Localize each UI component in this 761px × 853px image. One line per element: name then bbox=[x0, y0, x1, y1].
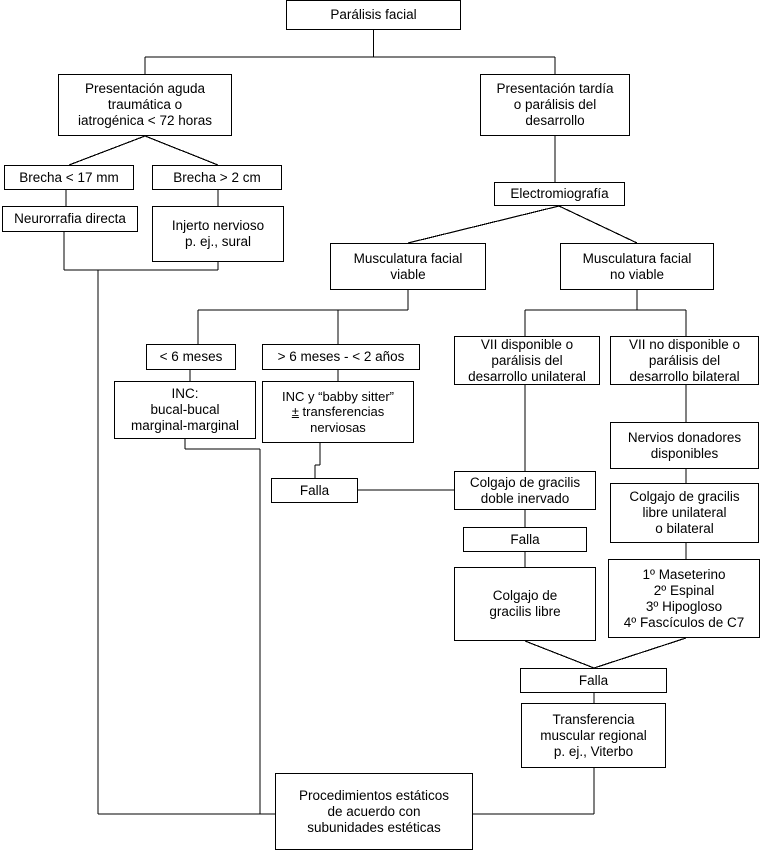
node-brecha-menor-17mm[interactable]: Brecha < 17 mm bbox=[4, 165, 134, 190]
node-inc-bucal-marginal[interactable]: INC: bucal-bucal marginal-marginal bbox=[114, 381, 256, 439]
node-neurorrafia-directa[interactable]: Neurorrafia directa bbox=[2, 206, 138, 232]
node-presentacion-tardia[interactable]: Presentación tardía o parálisis del desa… bbox=[480, 74, 630, 136]
node-mayor-6-meses-menor-2-anos[interactable]: > 6 meses - < 2 años bbox=[262, 344, 420, 370]
node-colgajo-gracilis-libre-uni-bilateral[interactable]: Colgajo de gracilis libre unilateral o b… bbox=[610, 483, 759, 543]
node-electromiografia[interactable]: Electromiografía bbox=[494, 182, 625, 206]
node-brecha-mayor-2cm[interactable]: Brecha > 2 cm bbox=[152, 165, 282, 190]
node-musculatura-facial-viable[interactable]: Musculatura facial viable bbox=[330, 243, 486, 290]
node-falla-inferior[interactable]: Falla bbox=[520, 668, 667, 693]
node-procedimientos-estaticos[interactable]: Procedimientos estáticos de acuerdo con … bbox=[275, 773, 473, 850]
node-nervios-donadores-ranking[interactable]: 1º Maseterino 2º Espinal 3º Hipogloso 4º… bbox=[608, 559, 760, 638]
node-falla-media[interactable]: Falla bbox=[463, 527, 587, 552]
node-vii-no-disponible[interactable]: VII no disponible o parálisis del desarr… bbox=[610, 336, 759, 385]
node-menor-6-meses[interactable]: < 6 meses bbox=[146, 344, 236, 370]
inc-babysitter-line-2: ± transferencias bbox=[292, 404, 384, 420]
node-inc-babby-sitter[interactable]: INC y “babby sitter” ± transferencias ne… bbox=[262, 381, 414, 443]
node-transferencia-muscular-regional[interactable]: Transferencia muscular regional p. ej., … bbox=[521, 703, 666, 768]
node-vii-disponible[interactable]: VII disponible o parálisis del desarroll… bbox=[454, 336, 600, 385]
node-root-paralisis-facial[interactable]: Parálisis facial bbox=[286, 0, 461, 30]
inc-babysitter-line-2-text: transferencias bbox=[298, 404, 385, 420]
node-colgajo-gracilis-doble-inervado[interactable]: Colgajo de gracilis doble inervado bbox=[454, 471, 596, 510]
inc-babysitter-line-1: INC y “babby sitter” bbox=[282, 388, 394, 404]
node-musculatura-facial-no-viable[interactable]: Musculatura facial no viable bbox=[560, 243, 714, 290]
plus-minus-icon: ± bbox=[291, 404, 299, 420]
node-falla-izquierda[interactable]: Falla bbox=[271, 478, 358, 503]
node-colgajo-gracilis-libre[interactable]: Colgajo de gracilis libre bbox=[454, 567, 596, 641]
node-presentacion-aguda[interactable]: Presentación aguda traumática o iatrogén… bbox=[58, 74, 232, 136]
node-nervios-donadores[interactable]: Nervios donadores disponibles bbox=[610, 422, 759, 469]
node-injerto-nervioso[interactable]: Injerto nervioso p. ej., sural bbox=[152, 206, 284, 262]
inc-babysitter-line-3: nerviosas bbox=[310, 419, 366, 435]
